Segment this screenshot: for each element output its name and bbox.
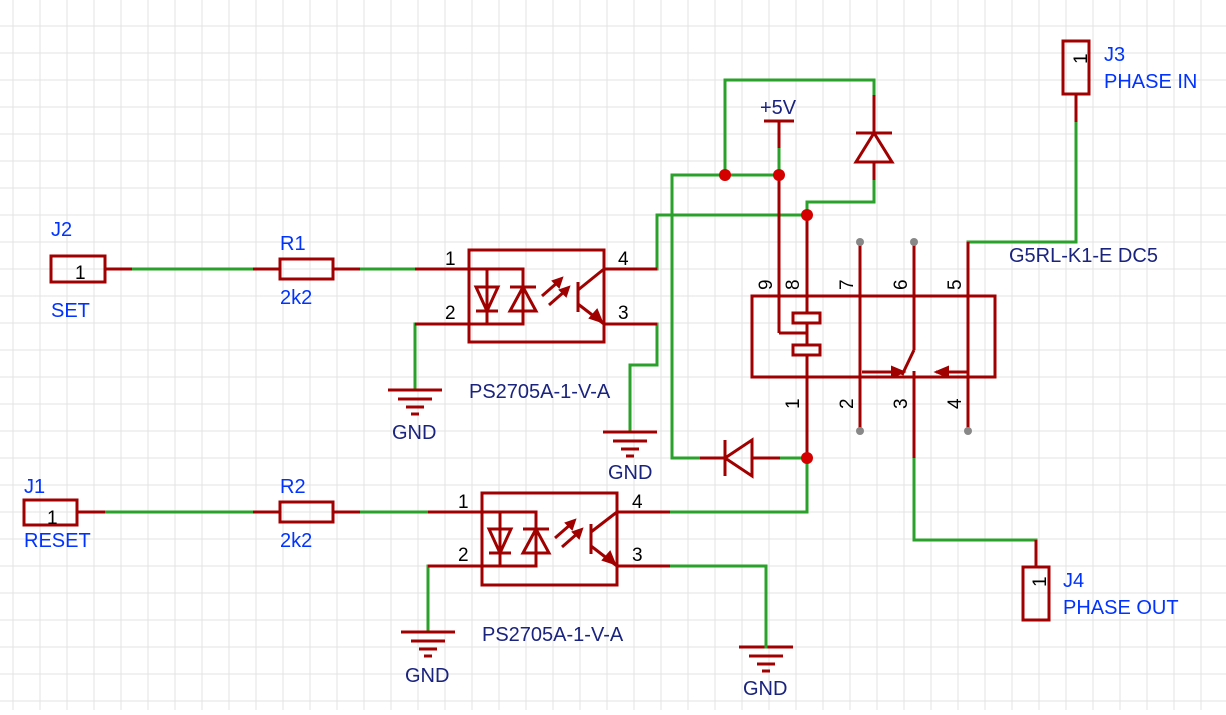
u2-part-number: PS2705A-1-V-A <box>482 624 624 646</box>
u1-pin-4: 4 <box>618 249 629 270</box>
vcc-label: +5V <box>760 97 797 119</box>
r2-value: 2k2 <box>280 530 312 552</box>
wires <box>103 78 1078 634</box>
connector-j1[interactable]: 1 J1 RESET <box>22 476 105 552</box>
junction-dot <box>773 169 785 181</box>
junction-dot <box>801 452 813 464</box>
j3-pin-number: 1 <box>1071 53 1092 64</box>
relay-pin-4: 4 <box>945 398 966 409</box>
optocoupler-u1[interactable]: 1 2 3 4 PS2705A-1-V-A <box>415 248 657 403</box>
j2-ref: J2 <box>51 219 72 241</box>
relay-pin-6: 6 <box>891 279 912 290</box>
gnd-u1-pin3: GND <box>603 430 657 484</box>
gnd-u2-pin2: GND <box>401 630 455 687</box>
j4-name: PHASE OUT <box>1063 597 1179 619</box>
u2-pin-4: 4 <box>632 492 643 513</box>
gnd-u1-pin2: GND <box>388 388 442 444</box>
connector-j3[interactable]: 1 J3 PHASE IN <box>1061 39 1197 122</box>
j3-name: PHASE IN <box>1104 71 1197 93</box>
u1-pin-3: 3 <box>618 303 629 324</box>
j2-name: SET <box>51 300 90 322</box>
relay-pin-5: 5 <box>945 279 966 290</box>
j4-ref: J4 <box>1063 570 1084 592</box>
resistor-r1[interactable]: R1 2k2 <box>253 233 360 309</box>
junctions <box>719 169 813 464</box>
j4-pin-number: 1 <box>1030 576 1051 587</box>
resistor-r2[interactable]: R2 2k2 <box>253 476 360 552</box>
r1-ref: R1 <box>280 233 306 255</box>
u2-pin-1: 1 <box>458 492 469 513</box>
diode-bottom[interactable] <box>700 437 780 479</box>
relay-pin-2: 2 <box>837 398 858 409</box>
relay-pin-9: 9 <box>756 279 777 290</box>
r2-ref: R2 <box>280 476 306 498</box>
relay-part-number: G5RL-K1-E DC5 <box>1009 245 1158 267</box>
j1-name: RESET <box>24 530 91 552</box>
u2-pin-2: 2 <box>458 545 469 566</box>
u2-pin-3: 3 <box>632 545 643 566</box>
gnd-label-4: GND <box>743 678 787 700</box>
connector-j2[interactable]: 1 J2 SET <box>49 219 132 322</box>
relay-pin-3: 3 <box>891 398 912 409</box>
diode-top[interactable] <box>853 95 895 180</box>
j3-ref: J3 <box>1104 44 1125 66</box>
connector-j4[interactable]: 1 J4 PHASE OUT <box>1021 540 1179 622</box>
relay-k1[interactable]: 9 8 7 6 5 1 2 3 4 G5RL-K1-E DC5 <box>750 175 1158 458</box>
gnd-label-2: GND <box>608 462 652 484</box>
j2-pin-number: 1 <box>75 263 86 284</box>
gnd-label-3: GND <box>405 665 449 687</box>
junction-dot <box>719 169 731 181</box>
junction-dot <box>801 209 813 221</box>
gnd-label-1: GND <box>392 422 436 444</box>
optocoupler-u2[interactable]: 1 2 3 4 PS2705A-1-V-A <box>428 491 670 646</box>
gnd-u2-pin3: GND <box>739 618 793 700</box>
power-5v: +5V <box>760 97 797 148</box>
r1-value: 2k2 <box>280 287 312 309</box>
relay-pin-7: 7 <box>837 279 858 290</box>
u1-pin-2: 2 <box>445 303 456 324</box>
u1-pin-1: 1 <box>445 249 456 270</box>
j1-ref: J1 <box>24 476 45 498</box>
u1-part-number: PS2705A-1-V-A <box>469 381 611 403</box>
j1-pin-number: 1 <box>47 508 58 529</box>
relay-pin-1: 1 <box>783 398 804 409</box>
relay-pin-8: 8 <box>783 279 804 290</box>
